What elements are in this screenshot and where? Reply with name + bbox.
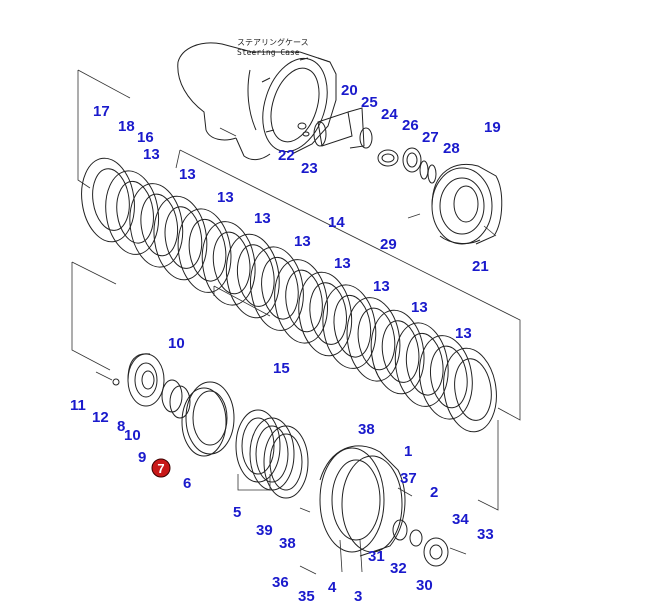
steering-case-drawing <box>177 42 337 161</box>
lower-housing-1-drawing <box>299 445 467 575</box>
callout-13: 13 <box>455 325 472 342</box>
clutch-disc-inner <box>381 320 420 383</box>
clutch-disc-outer <box>177 208 232 293</box>
clutch-disc-inner <box>405 332 444 396</box>
callout-2: 2 <box>430 484 438 501</box>
callout-6: 6 <box>183 475 191 492</box>
clutch-disc-inner <box>333 294 372 358</box>
callout-13: 13 <box>294 233 311 250</box>
clutch-disc-outer <box>201 221 256 306</box>
lower-left-parts-drawing <box>95 353 235 457</box>
callout-30: 30 <box>416 577 433 594</box>
clutch-disc-outer <box>394 322 449 407</box>
callout-33: 33 <box>477 526 494 543</box>
callout-4: 4 <box>328 579 337 596</box>
upper-clutch-pack-drawing <box>81 157 497 433</box>
clutch-disc-outer <box>225 233 280 319</box>
callout-5: 5 <box>233 504 241 521</box>
clutch-disc-outer <box>81 157 135 243</box>
highlight-disc <box>151 458 171 478</box>
clutch-disc-outer <box>370 309 425 395</box>
callout-13: 13 <box>179 166 196 183</box>
clutch-disc-outer <box>418 335 473 420</box>
callout-11: 11 <box>70 397 86 414</box>
callout-25: 25 <box>361 94 378 111</box>
callout-15: 15 <box>273 360 290 377</box>
clutch-disc-inner <box>454 358 492 421</box>
callout-22: 22 <box>278 147 295 164</box>
callout-3: 3 <box>354 588 362 604</box>
callout-37: 37 <box>400 470 417 487</box>
clutch-disc-inner <box>261 256 299 320</box>
callout-12: 12 <box>92 409 109 426</box>
clutch-disc-inner <box>188 218 227 282</box>
callout-13: 13 <box>217 189 234 206</box>
clutch-disc-outer <box>250 246 304 331</box>
highlight-number: 7 <box>157 461 164 476</box>
clutch-disc-inner <box>116 180 154 244</box>
callout-24: 24 <box>381 106 398 123</box>
clutch-disc-outer <box>443 347 497 433</box>
callout-27: 27 <box>422 129 439 146</box>
clutch-disc-inner <box>140 193 179 257</box>
callout-13: 13 <box>334 255 351 272</box>
callout-20: 20 <box>341 82 358 99</box>
callout-32: 32 <box>390 560 407 577</box>
callout-13: 13 <box>143 146 160 163</box>
clutch-disc-inner <box>309 282 348 345</box>
callout-23: 23 <box>301 160 318 177</box>
callout-8: 8 <box>117 418 125 435</box>
callout-labels: 17 18 16 13 13 13 13 13 13 14 13 13 13 1… <box>70 82 501 604</box>
clutch-disc-outer <box>346 297 401 382</box>
callout-13: 13 <box>254 210 271 227</box>
clutch-disc-inner <box>164 206 203 269</box>
clutch-disc-inner <box>429 345 468 409</box>
callout-17: 17 <box>93 103 110 120</box>
callout-38: 38 <box>358 421 375 438</box>
clutch-disc-outer <box>322 284 377 369</box>
caption-en: Steering Case <box>237 48 300 57</box>
boundary-lines <box>71 69 521 511</box>
callout-21: 21 <box>472 258 489 275</box>
callout-10: 10 <box>124 427 141 444</box>
housing-19-drawing <box>407 163 503 245</box>
clutch-disc-inner <box>92 168 130 231</box>
callout-31: 31 <box>368 548 385 565</box>
callout-14: 14 <box>328 214 345 231</box>
clutch-disc-inner <box>285 269 323 333</box>
callout-35: 35 <box>298 588 315 604</box>
clutch-disc-outer <box>105 170 160 255</box>
callout-18: 18 <box>118 118 135 135</box>
callout-16: 16 <box>137 129 154 146</box>
callout-19: 19 <box>484 119 501 136</box>
clutch-disc-outer <box>274 259 328 344</box>
lower-discs-drawing <box>235 409 309 499</box>
callout-39: 39 <box>256 522 273 539</box>
callout-13: 13 <box>411 299 428 316</box>
clutch-disc-outer <box>153 195 208 281</box>
callout-34: 34 <box>452 511 469 528</box>
highlight-marker-7[interactable]: 7 <box>151 458 171 478</box>
clutch-disc-outer <box>129 183 184 268</box>
callout-10: 10 <box>168 335 185 352</box>
caption-jp: ステアリングケース <box>237 37 309 47</box>
callout-1: 1 <box>404 443 412 460</box>
clutch-disc-outer <box>298 271 353 357</box>
callout-38: 38 <box>279 535 296 552</box>
clutch-disc-inner <box>236 244 275 307</box>
clutch-disc-inner <box>357 307 396 371</box>
callout-29: 29 <box>380 236 397 253</box>
shaft-group-drawing <box>297 107 437 184</box>
callout-26: 26 <box>402 117 419 134</box>
callout-13: 13 <box>373 278 390 295</box>
callout-36: 36 <box>272 574 289 591</box>
callout-9: 9 <box>138 449 146 466</box>
callout-28: 28 <box>443 140 460 157</box>
clutch-disc-inner <box>212 231 251 295</box>
